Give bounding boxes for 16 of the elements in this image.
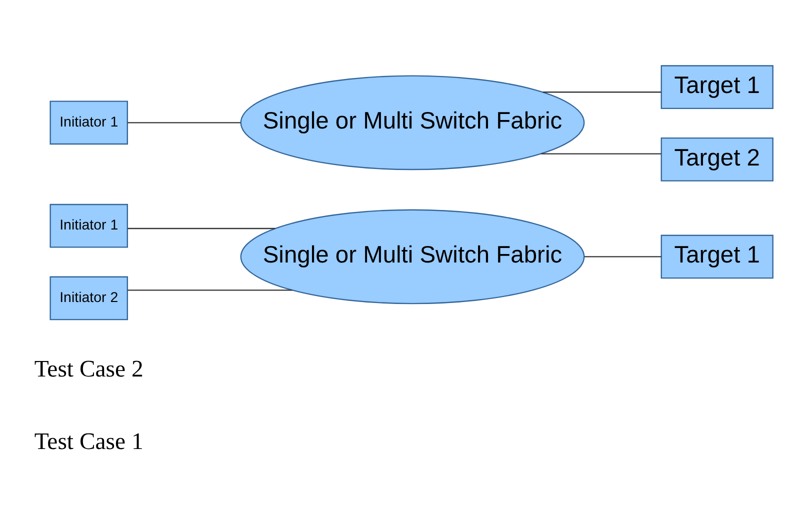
node-box: Target 1 (660, 234, 773, 278)
node-box: Target 2 (660, 137, 773, 181)
connector (584, 256, 661, 257)
node-box: Initiator 1 (49, 203, 128, 248)
node-box: Target 1 (660, 64, 773, 109)
connector (127, 289, 292, 290)
connector (540, 152, 661, 154)
node-box: Initiator 2 (49, 276, 128, 320)
node-ellipse: Single or Multi Switch Fabric (240, 74, 584, 170)
node-box: Initiator 1 (49, 100, 128, 144)
label: Test Case 1 (34, 428, 143, 454)
connector (127, 227, 275, 229)
node-ellipse: Single or Multi Switch Fabric (240, 208, 584, 304)
connector (127, 122, 240, 123)
connector (542, 91, 661, 92)
label: Test Case 2 (34, 356, 143, 382)
